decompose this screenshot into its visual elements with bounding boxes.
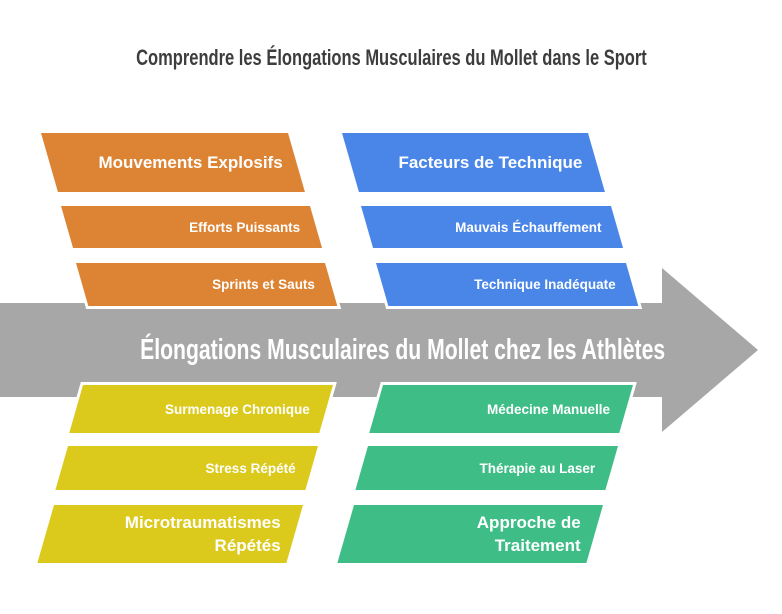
- item-label: Mauvais Échauffement: [454, 219, 602, 235]
- header-label: Microtraumatismes Répétés: [124, 513, 281, 555]
- item-medecine-manuelle: Médecine Manuelle: [369, 385, 633, 433]
- item-sprints-et-sauts: Sprints et Sauts: [76, 263, 338, 306]
- page-title: Comprendre les Élongations Musculaires d…: [0, 44, 782, 72]
- item-label: Technique Inadéquate: [474, 277, 617, 292]
- central-arrow-label-text: Élongations Musculaires du Mollet chez l…: [140, 333, 666, 366]
- item-label: Thérapie au Laser: [480, 460, 596, 476]
- item-label: Surmenage Chronique: [165, 401, 311, 417]
- header-approche-de-traitement: Approche de Traitement: [337, 505, 603, 563]
- item-technique-inadequate: Technique Inadéquate: [376, 263, 639, 306]
- central-arrow-label: Élongations Musculaires du Mollet chez l…: [46, 303, 760, 397]
- item-label: Médecine Manuelle: [487, 401, 611, 417]
- item-label: Sprints et Sauts: [212, 277, 316, 292]
- item-surmenage-chronique: Surmenage Chronique: [69, 385, 334, 433]
- item-label: Efforts Puissants: [188, 219, 301, 235]
- item-therapie-au-laser: Thérapie au Laser: [355, 446, 618, 490]
- page-title-text: Comprendre les Élongations Musculaires d…: [135, 45, 647, 70]
- header-microtraumatismes-repetes: Microtraumatismes Répétés: [37, 505, 303, 563]
- header-label: Mouvements Explosifs: [98, 153, 283, 172]
- header-facteurs-de-technique: Facteurs de Technique: [342, 133, 605, 192]
- header-mouvements-explosifs: Mouvements Explosifs: [41, 133, 305, 192]
- item-stress-repete: Stress Répété: [55, 446, 318, 490]
- item-mauvais-echauffement: Mauvais Échauffement: [361, 206, 624, 248]
- header-label: Facteurs de Technique: [398, 153, 583, 172]
- item-efforts-puissants: Efforts Puissants: [61, 206, 323, 248]
- item-label: Stress Répété: [205, 460, 296, 476]
- header-label: Approche de Traitement: [476, 513, 581, 555]
